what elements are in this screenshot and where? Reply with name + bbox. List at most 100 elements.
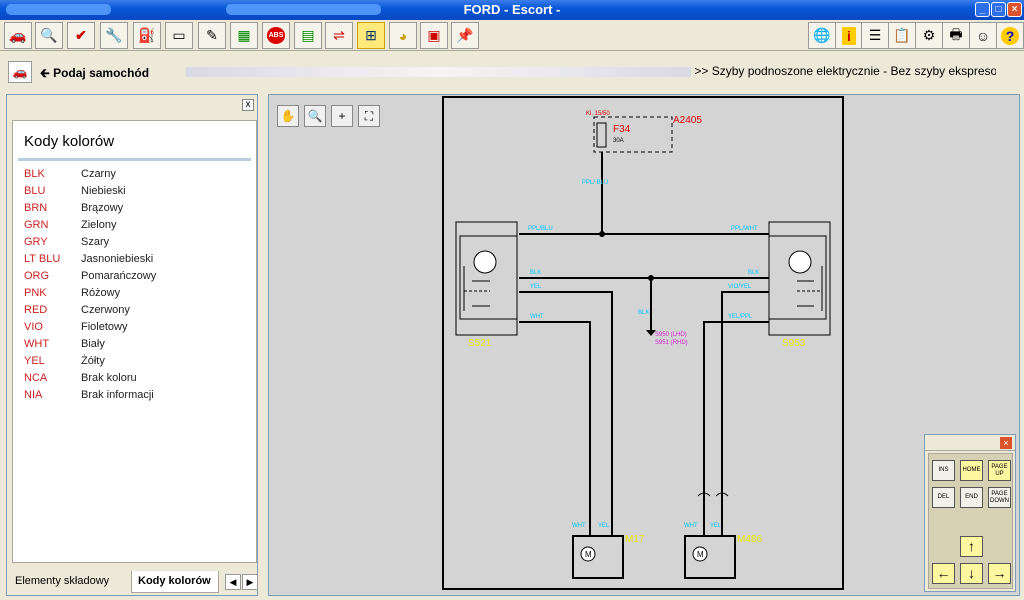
zoom-in-icon[interactable]: 🔍	[304, 105, 326, 127]
minimize-button[interactable]: _	[975, 2, 990, 17]
key-insert[interactable]: INS	[932, 460, 955, 481]
pin-icon[interactable]: 📌	[451, 22, 479, 49]
abs-icon[interactable]: ABS	[262, 22, 290, 49]
arrow-up-icon[interactable]: ↑	[960, 536, 983, 557]
breadcrumb-text: >> Szyby podnoszone elektrycznie - Bez s…	[694, 64, 996, 78]
color-name: Jasnoniebieski	[81, 253, 154, 265]
wrench-icon[interactable]: 🔧	[100, 22, 128, 49]
color-code: YEL	[24, 355, 45, 367]
motor-left-label: M17	[625, 534, 645, 545]
color-code: BLK	[24, 168, 45, 180]
tab-scroll-left[interactable]: ◀	[225, 574, 241, 590]
color-code: BRN	[24, 202, 48, 214]
settings-icon[interactable]: ⚙	[915, 22, 943, 49]
key-home[interactable]: HOME	[960, 460, 983, 481]
switch-right-label: S953	[782, 338, 806, 349]
svg-text:BLK: BLK	[530, 270, 541, 276]
color-name: Różowy	[81, 287, 121, 299]
fuse-rating: 30A	[613, 138, 624, 144]
svg-text:PPL/BLU: PPL/BLU	[528, 226, 553, 232]
navigation-bar: 🚗 🡰 Podaj samochód >> Szyby podnoszone e…	[0, 52, 1024, 92]
color-name: Pomarańczowy	[81, 270, 157, 282]
tab-components[interactable]: Elementy składowy	[15, 575, 110, 587]
connector-icon[interactable]: ▤	[294, 22, 322, 49]
circuit-board-icon[interactable]: ▦	[230, 22, 258, 49]
key-page-down[interactable]: PAGE DOWN	[988, 487, 1011, 508]
fuse-terminal-label: Kl. 15/50	[586, 111, 610, 117]
color-code: WHT	[24, 338, 50, 350]
color-name: Żółty	[81, 355, 105, 367]
svg-text:WHT: WHT	[684, 523, 698, 529]
color-name: Czarny	[81, 168, 116, 180]
svg-text:YEL: YEL	[710, 523, 722, 529]
arrow-right-icon[interactable]: →	[988, 563, 1011, 584]
list-icon[interactable]: ☰	[861, 22, 889, 49]
close-panel-button[interactable]: x	[242, 99, 254, 111]
arrow-left-icon: 🡰	[40, 66, 50, 80]
key-delete[interactable]: DEL	[932, 487, 955, 508]
color-code: NCA	[24, 372, 48, 384]
keypad-body: INS HOME PAGE UP DEL END PAGE DOWN ↑ ← ↓…	[928, 453, 1013, 589]
motor-right-label: M486	[737, 534, 762, 545]
wire-label-feed: PPL/ BLU	[582, 180, 608, 186]
printer-icon[interactable]: 🖶	[942, 22, 970, 49]
schematic-icon[interactable]: ⊞	[357, 22, 385, 49]
redacted-text	[6, 4, 111, 15]
switch-left-label: S521	[468, 338, 492, 349]
wiring-icon[interactable]: ⇌	[325, 22, 353, 49]
svg-text:YEL: YEL	[530, 284, 542, 290]
info-icon[interactable]: i	[835, 22, 863, 49]
color-name: Brak koloru	[81, 372, 137, 384]
svg-text:M: M	[697, 550, 704, 559]
color-name: Niebieski	[81, 185, 126, 197]
toolbar: 🚗 🔍 ✔ 🔧 ⛽ ▭ ✎ ▦ ABS ▤ ⇌ ⊞ ◕ ▣ 📌 🌐 i ☰ 📋 …	[0, 20, 1024, 51]
arrow-left-icon[interactable]: ←	[932, 563, 955, 584]
color-code: VIO	[24, 321, 43, 333]
pencil-icon[interactable]: ✎	[198, 22, 226, 49]
ground-label-rhd: S951 (RHD)	[655, 340, 688, 346]
gauge-icon[interactable]: ◕	[389, 22, 417, 49]
navigation-keypad: × INS HOME PAGE UP DEL END PAGE DOWN ↑ ←…	[924, 434, 1016, 592]
tab-scroll-right[interactable]: ▶	[242, 574, 258, 590]
svg-text:YEL: YEL	[598, 523, 610, 529]
inspect-icon[interactable]: 🔍	[35, 22, 63, 49]
redacted-text	[226, 4, 381, 15]
checklist-icon[interactable]: ✔	[67, 22, 95, 49]
key-page-up[interactable]: PAGE UP	[988, 460, 1011, 481]
keypad-close-button[interactable]: ×	[1000, 437, 1012, 449]
key-end[interactable]: END	[960, 487, 983, 508]
close-button[interactable]: ×	[1007, 2, 1022, 17]
redacted-text	[186, 66, 691, 77]
fit-to-window-icon[interactable]: ⛶	[358, 105, 380, 127]
oil-can-icon[interactable]: ⛽	[133, 22, 161, 49]
wiring-schematic: Kl. 15/50 F34 30A A2405 PPL/ BLU S521 S9…	[442, 96, 844, 590]
user-icon[interactable]: ☺	[969, 22, 997, 49]
back-button[interactable]: 🡰 Podaj samochód	[40, 64, 149, 85]
car-icon[interactable]: 🚗	[4, 22, 32, 49]
color-code: NIA	[24, 389, 43, 401]
svg-text:PPL/WHT: PPL/WHT	[731, 226, 758, 232]
crosshair-icon[interactable]: +	[331, 105, 353, 127]
color-name: Czerwony	[81, 304, 130, 316]
color-code: ORG	[24, 270, 50, 282]
color-code: RED	[24, 304, 48, 316]
breadcrumb: >> Szyby podnoszone elektrycznie - Bez s…	[186, 64, 996, 78]
notes-icon[interactable]: 📋	[888, 22, 916, 49]
engine-icon[interactable]: ▣	[420, 22, 448, 49]
color-code: GRN	[24, 219, 49, 231]
svg-text:YEL/PPL: YEL/PPL	[728, 314, 753, 320]
tab-color-codes[interactable]: Kody kolorów	[131, 571, 219, 593]
panel-tabs: Elementy składowy Kody kolorów ◀ ▶	[7, 571, 258, 595]
hand-tool-icon[interactable]: ✋	[277, 105, 299, 127]
help-icon[interactable]: ?	[996, 22, 1024, 49]
fuse-box-label: A2405	[673, 115, 702, 126]
globe-icon[interactable]: 🌐	[808, 22, 836, 49]
vehicle-icon[interactable]: 🚗	[8, 61, 32, 83]
arrow-down-icon[interactable]: ↓	[960, 563, 983, 584]
maximize-button[interactable]: □	[991, 2, 1006, 17]
fuse-icon[interactable]: ▭	[165, 22, 193, 49]
color-name: Zielony	[81, 219, 117, 231]
color-code: PNK	[24, 287, 47, 299]
